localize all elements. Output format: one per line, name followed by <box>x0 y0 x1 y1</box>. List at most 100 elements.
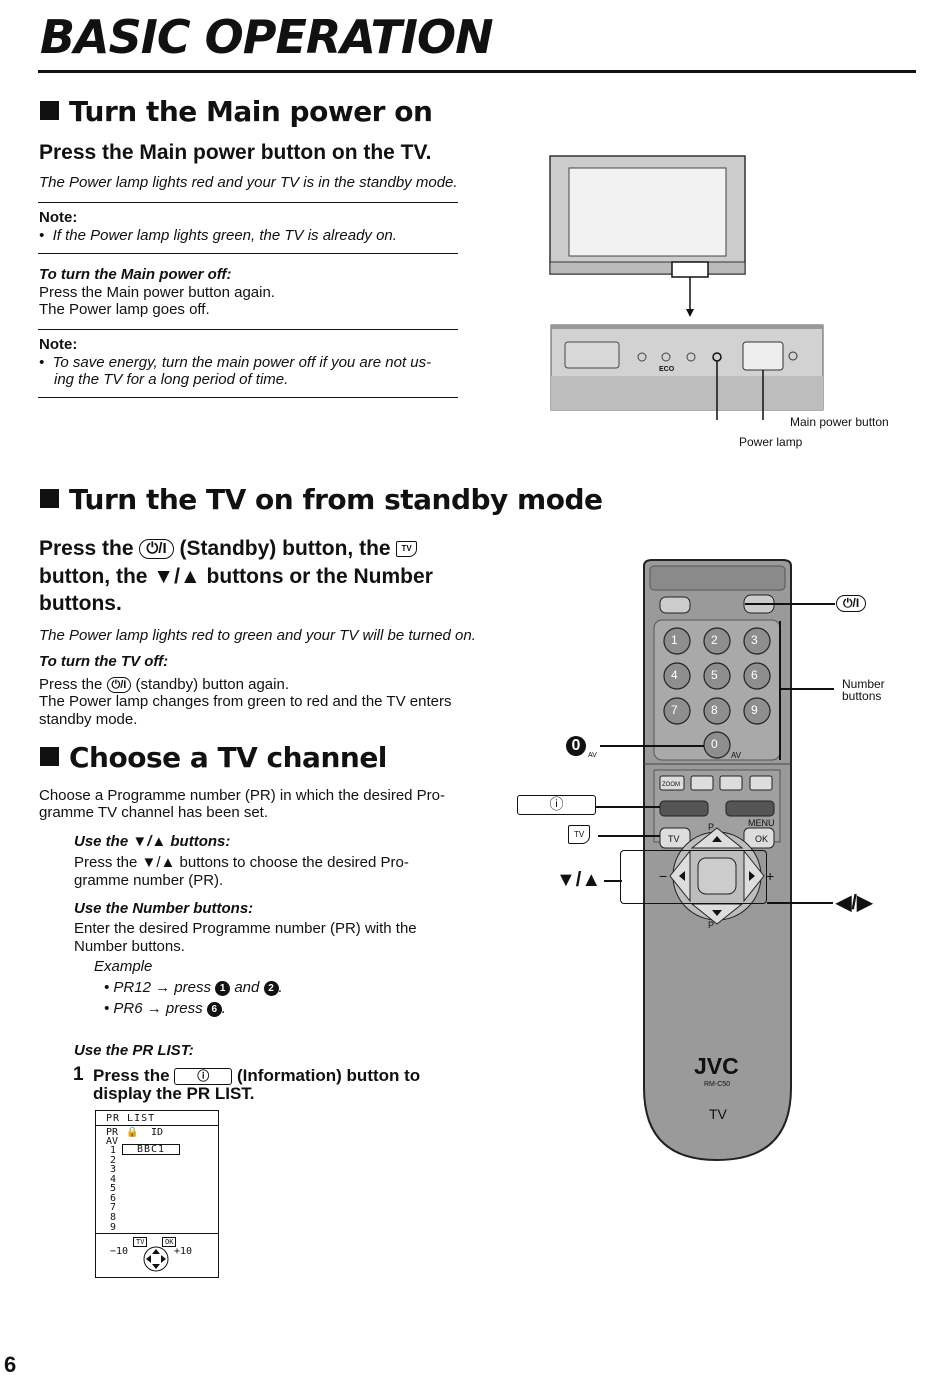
divider <box>38 397 458 398</box>
remote-digit-4[interactable]: 4 <box>671 668 678 682</box>
callout-zero-button: 0 <box>566 736 586 756</box>
note-label: Note: <box>39 336 78 353</box>
tv-icon: TV <box>396 541 417 558</box>
pr-list-av: AV <box>106 1136 119 1147</box>
callout-line <box>767 902 833 904</box>
pr-list-col-id: ID <box>151 1127 164 1138</box>
remote-tv-button[interactable]: TV <box>668 834 680 844</box>
list-item: 7 <box>110 1202 117 1213</box>
tv-off-text: Press the ⏻/I (standby) button again. <box>39 676 289 694</box>
step-text: Press the ⓘ (Information) button to <box>93 1066 421 1086</box>
pr-list-footer <box>96 1233 218 1234</box>
remote-digit-7[interactable]: 7 <box>671 703 678 717</box>
remote-ok-button[interactable]: OK <box>755 834 769 844</box>
use-arrows-text: Press the ▼/▲ buttons to choose the desi… <box>74 854 409 871</box>
tv-illustration <box>549 155 824 420</box>
pr-list-minus10: −10 <box>110 1246 129 1257</box>
remote-menu-label: MENU <box>748 818 775 828</box>
standby-icon: ⏻/I <box>139 539 174 560</box>
main-power-subheading: Press the Main power button on the TV. <box>39 141 432 164</box>
square-bullet-icon <box>40 747 59 766</box>
list-item: 2 <box>110 1155 117 1166</box>
note-text: ing the TV for a long period of time. <box>54 371 289 388</box>
use-arrows-title: Use the ▼/▲ buttons: <box>74 833 231 850</box>
remote-digit-9[interactable]: 9 <box>751 703 758 717</box>
divider <box>38 329 458 330</box>
remote-digit-5[interactable]: 5 <box>711 668 718 682</box>
remote-minus-label: − <box>659 868 668 884</box>
remote-zoom-button[interactable]: ZOOM <box>662 782 680 788</box>
use-numbers-text: Number buttons. <box>74 938 185 955</box>
standby-subheading: buttons. <box>39 592 122 615</box>
divider <box>38 202 458 203</box>
pr-list-col-pr: PR <box>106 1127 119 1138</box>
callout-line <box>600 745 704 747</box>
page-number: 6 <box>4 1352 17 1377</box>
remote-p-down-label: P <box>708 920 715 930</box>
use-arrows-text: gramme number (PR). <box>74 872 224 889</box>
note-label: Note: <box>39 209 78 226</box>
page-title: BASIC OPERATION <box>40 10 494 64</box>
pr-list-title: PR LIST <box>96 1111 218 1126</box>
divider <box>38 253 458 254</box>
pr-list-tv-key: TV <box>133 1237 148 1247</box>
remote-digit-8[interactable]: 8 <box>711 703 718 717</box>
callout-line <box>604 880 622 882</box>
step-text: display the PR LIST. <box>93 1084 255 1103</box>
tv-off-text: standby mode. <box>39 711 138 728</box>
arrow-pad-icon <box>143 1246 169 1272</box>
power-lamp-label: Power lamp <box>739 435 803 449</box>
pr-list-first-id: BBC1 <box>122 1144 180 1155</box>
main-power-off-text: Press the Main power button again. <box>39 284 275 301</box>
callout-bracket <box>779 621 781 760</box>
pr-list-plus10: +10 <box>174 1246 193 1257</box>
example-line: • PR6 → press 6. <box>104 1000 226 1017</box>
callout-up-down-buttons: ▼/▲ <box>556 869 602 891</box>
remote-model: RM-C50 <box>704 1081 731 1088</box>
main-power-off-title: To turn the Main power off: <box>39 266 232 283</box>
section-heading-standby: Turn the TV on from standby mode <box>40 483 603 516</box>
list-item: 4 <box>110 1174 117 1185</box>
remote-digit-3[interactable]: 3 <box>751 633 758 647</box>
remote-digit-0[interactable]: 0 <box>711 737 718 751</box>
callout-number-buttons: buttons <box>842 689 882 703</box>
callout-left-right-buttons: ◀/▶ <box>836 892 873 914</box>
list-item: 3 <box>110 1164 117 1175</box>
note-text: • If the Power lamp lights green, the TV… <box>39 227 397 244</box>
remote-plus-label: + <box>766 868 775 884</box>
callout-arrow-box <box>620 850 767 904</box>
info-icon: ⓘ <box>174 1068 233 1086</box>
standby-subheading: Press the ⏻/I (Standby) button, the TV <box>39 535 417 563</box>
section-heading-main-power: Turn the Main power on <box>40 95 433 128</box>
remote-digit-1[interactable]: 1 <box>671 633 678 647</box>
remote-av-label: AV <box>731 751 742 760</box>
standby-subheading: button, the ▼/▲ buttons or the Number <box>39 565 433 588</box>
note-text: • To save energy, turn the main power of… <box>39 354 432 371</box>
list-item: 8 <box>110 1212 117 1223</box>
callout-tv-button: TV <box>568 825 591 844</box>
lock-icon: 🔒 <box>126 1127 139 1138</box>
list-item: 1 <box>110 1145 117 1156</box>
pr-list-screen: PR LIST PR 🔒 ID AV 1 BBC1 2 3 4 5 6 7 8 … <box>95 1110 219 1278</box>
callout-line <box>596 806 660 808</box>
channel-intro: gramme TV channel has been set. <box>39 804 269 821</box>
example-line: • PR12 → press 1 and 2. <box>104 979 283 996</box>
standby-intro: The Power lamp lights red to green and y… <box>39 627 476 644</box>
section-heading-channel: Choose a TV channel <box>40 741 387 774</box>
standby-icon: ⏻/I <box>106 677 132 694</box>
use-numbers-text: Enter the desired Programme number (PR) … <box>74 920 417 937</box>
example-label: Example <box>94 958 153 975</box>
use-numbers-title: Use the Number buttons: <box>74 900 254 917</box>
use-prlist-title: Use the PR LIST: <box>74 1042 194 1059</box>
remote-digit-2[interactable]: 2 <box>711 633 718 647</box>
tv-off-title: To turn the TV off: <box>39 653 169 670</box>
main-power-button-label: Main power button <box>790 415 889 429</box>
remote-illustration <box>643 559 792 1162</box>
pr-list-ok-key: OK <box>162 1237 177 1247</box>
remote-p-up-label: P <box>708 822 715 832</box>
square-bullet-icon <box>40 101 59 120</box>
callout-number-buttons: Number <box>842 677 885 691</box>
remote-digit-6[interactable]: 6 <box>751 668 758 682</box>
remote-tv-label: TV <box>709 1106 727 1122</box>
channel-intro: Choose a Programme number (PR) in which … <box>39 787 446 804</box>
